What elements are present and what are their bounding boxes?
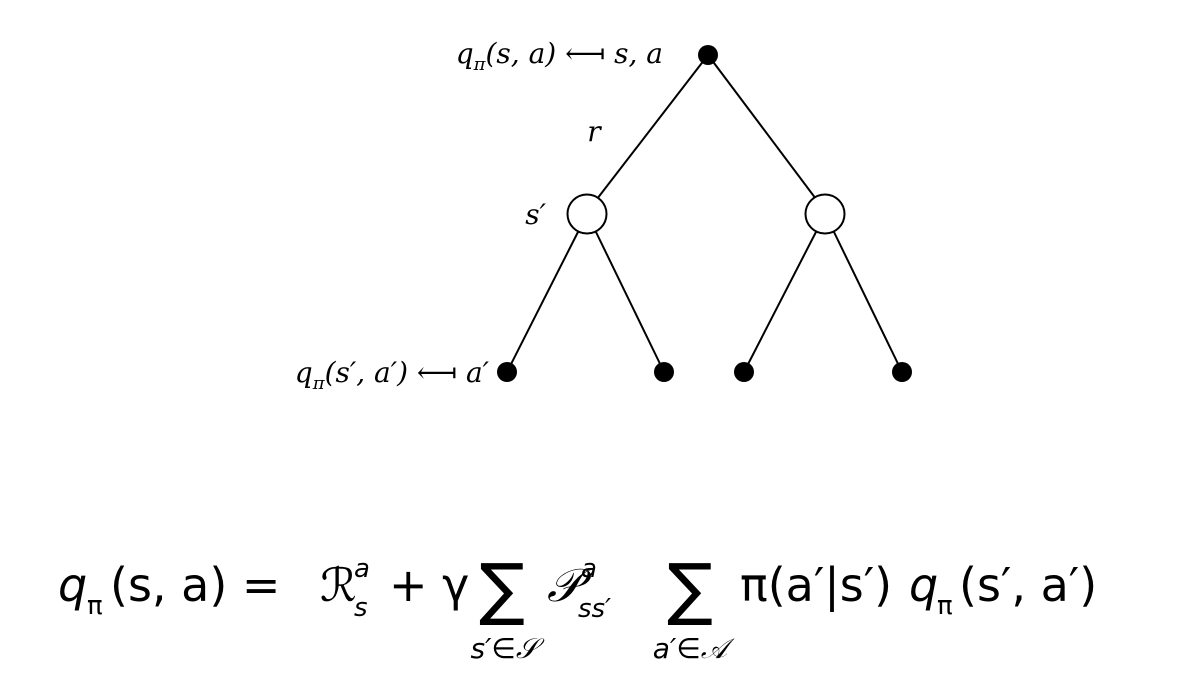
eq-lhs-sub: π (87, 591, 103, 621)
eq-sum-1: ∑ (479, 550, 525, 629)
eq-lhs-args: (s, a) = (110, 558, 280, 612)
eq-tail-args: (s′, a′) (959, 558, 1097, 612)
edge-right-state-leaf3 (743, 229, 818, 373)
root-label: qπ(s, a) ⟻ s, a (456, 37, 663, 75)
next-state-label: s′ (525, 198, 546, 231)
action-node-leaf-3 (734, 362, 754, 382)
tree-edges (506, 54, 903, 373)
edge-left-state-leaf2 (594, 229, 665, 373)
action-node-leaf-2 (654, 362, 674, 382)
eq-sum-2: ∑ (667, 550, 713, 629)
eq-transition-sub: ss′ (578, 594, 611, 624)
edge-right-state-leaf4 (832, 229, 903, 373)
eq-lhs-q: q (58, 558, 87, 612)
state-node-left (566, 193, 608, 235)
eq-tail-q: q (909, 558, 938, 612)
eq-tail-sub: π (937, 591, 953, 621)
eq-reward-sub: s (354, 593, 368, 623)
edge-root-left (596, 54, 709, 200)
reward-label: r (587, 115, 602, 148)
eq-reward-sup: a (354, 554, 370, 584)
eq-sum-1-under: s′∈𝒮 (470, 632, 544, 665)
eq-transition-sup: a (581, 554, 597, 584)
action-node-root (698, 45, 718, 65)
eq-sum-2-under: a′∈𝒜 (653, 632, 735, 665)
eq-reward-R: ℛ (320, 558, 357, 612)
action-node-leaf-4 (892, 362, 912, 382)
edge-left-state-leaf1 (506, 229, 580, 373)
eq-policy: π(a′|s′) (740, 558, 892, 613)
leaf-label: qπ(s′, a′) ⟻ a′ (295, 356, 490, 394)
eq-plus-gamma: + γ (389, 558, 469, 612)
action-node-leaf-1 (497, 362, 517, 382)
bellman-equation: q π (s, a) = ℛ a s + γ ∑ s′∈𝒮 𝒫 a ss′ ∑ … (58, 550, 1097, 665)
state-node-right (804, 193, 846, 235)
edge-root-right (707, 54, 817, 200)
